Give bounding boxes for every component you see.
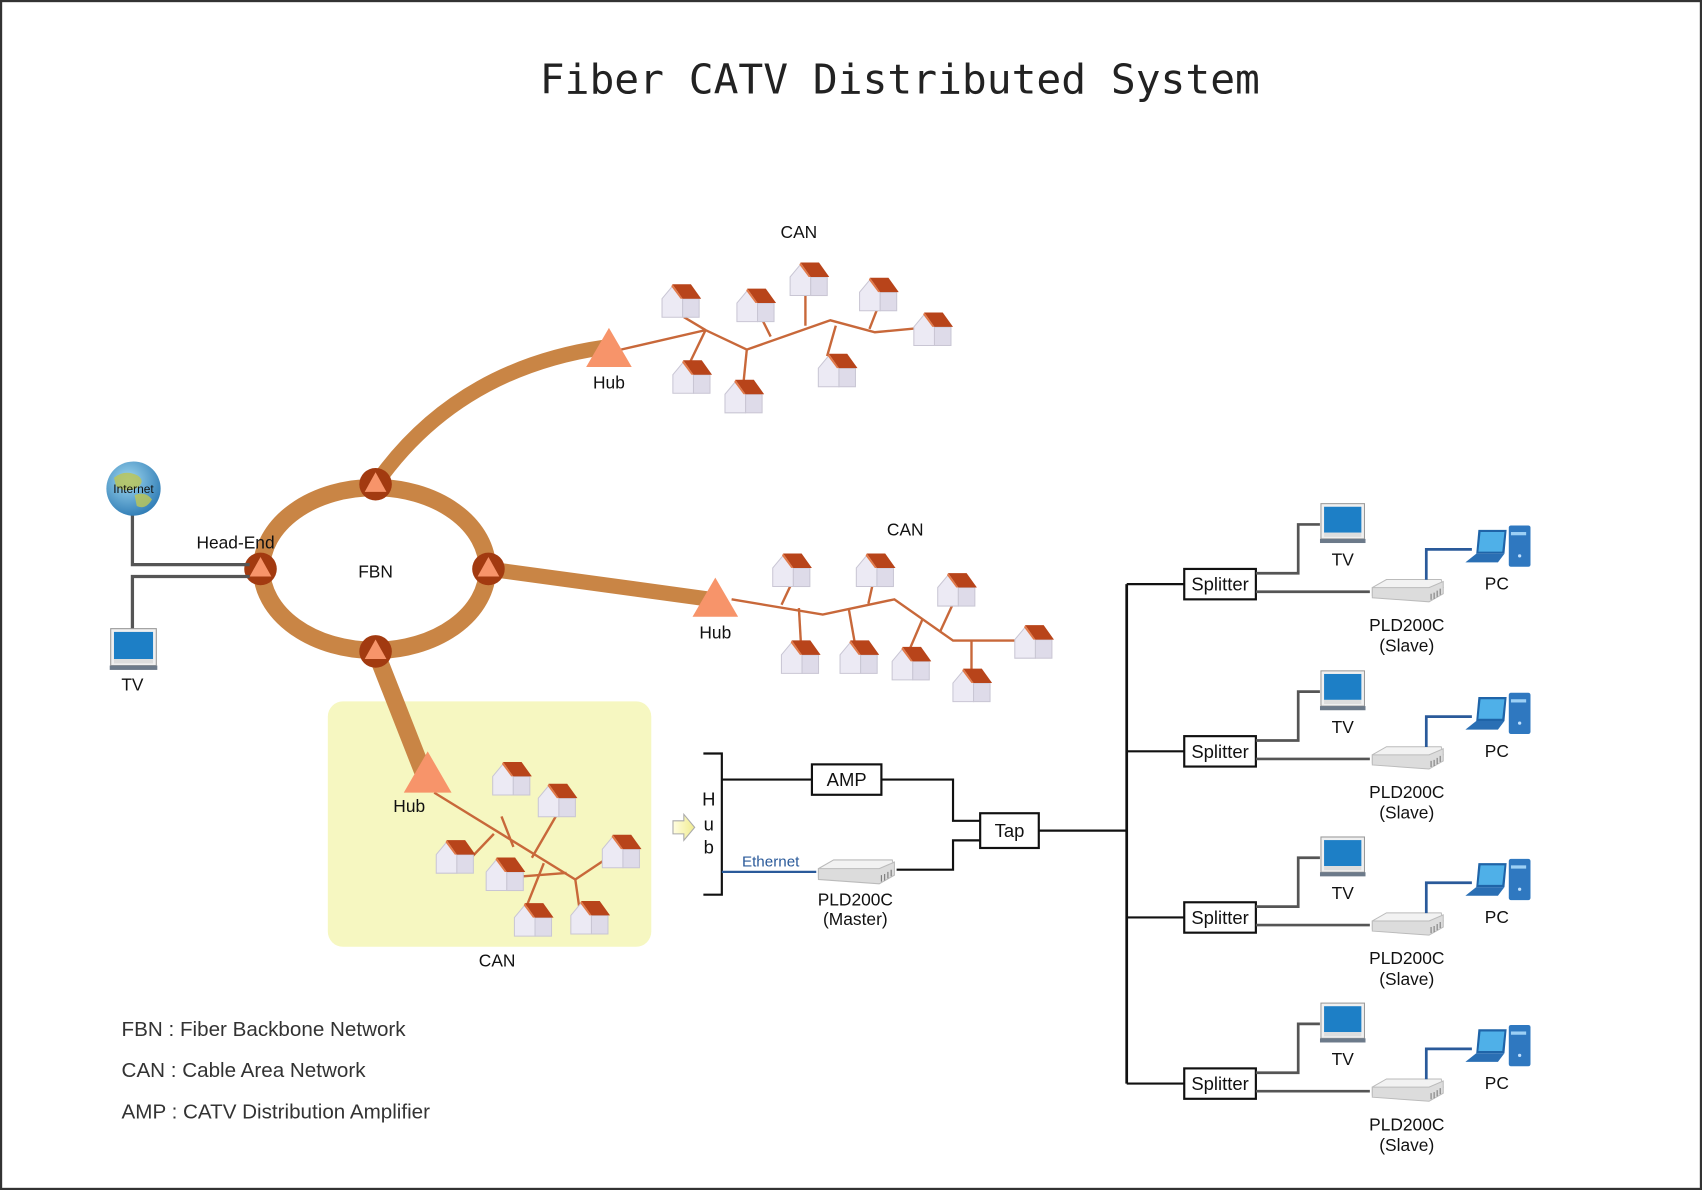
can-north-label: CAN	[781, 222, 818, 242]
master-device-icon[interactable]	[817, 859, 895, 885]
hub-letter-h: H	[702, 789, 715, 810]
can-south-label: CAN	[479, 950, 516, 970]
legend-item-amp: AMP : CATV Distribution Amplifier	[122, 1100, 431, 1123]
amp-box[interactable]: AMP	[810, 763, 883, 796]
headend-tv-label: TV	[121, 675, 144, 695]
splitter-box[interactable]: Splitter	[1183, 735, 1257, 768]
fbn-node-east	[472, 552, 505, 586]
slave-role-label: (Slave)	[1379, 1135, 1434, 1155]
slave-model-label: PLD200C	[1369, 1114, 1444, 1134]
slave-model-label: PLD200C	[1369, 782, 1444, 802]
slave-pc-wire	[1424, 881, 1472, 914]
can-south: Hub CAN	[393, 751, 642, 970]
subscriber-row: Splitter TV PC PLD200C(Slave)	[1126, 670, 1531, 823]
splitter-box[interactable]: Splitter	[1183, 901, 1257, 934]
pc-label: PC	[1485, 741, 1509, 761]
amp-tap-wire	[881, 778, 981, 822]
amp-label: AMP	[827, 769, 867, 790]
headend-tv-icon	[109, 628, 158, 671]
slave-pc-wire	[1424, 1047, 1472, 1080]
hub-letter-b: b	[704, 836, 714, 857]
can-north-branches	[620, 295, 945, 383]
slave-role-label: (Slave)	[1379, 969, 1434, 989]
splitter-label: Splitter	[1191, 1073, 1248, 1094]
slave-role-label: (Slave)	[1379, 803, 1434, 823]
tv-icon[interactable]	[1319, 1002, 1366, 1044]
hub-arrow-icon	[672, 812, 696, 842]
pc-label: PC	[1485, 574, 1509, 594]
can-east-label: CAN	[887, 519, 924, 539]
splitter-tv-wire	[1255, 523, 1320, 575]
tv-label: TV	[1332, 550, 1355, 570]
tap-label: Tap	[995, 820, 1025, 841]
tv-icon[interactable]	[1319, 503, 1366, 544]
hub-east-icon	[692, 577, 739, 617]
internet-label: Internet	[113, 482, 154, 496]
slave-model-label: PLD200C	[1369, 948, 1444, 968]
master-model-label: PLD200C	[818, 890, 893, 910]
head-end-label: Head-End	[196, 532, 274, 552]
legend-item-can: CAN : Cable Area Network	[122, 1059, 367, 1082]
tv-label: TV	[1332, 883, 1355, 903]
splitter-label: Splitter	[1191, 741, 1248, 762]
splitter-tv-wire	[1255, 1022, 1320, 1075]
can-east: CAN Hub	[692, 519, 1054, 703]
hub-north-label: Hub	[593, 373, 625, 393]
fbn-node-headend	[244, 552, 277, 586]
hub-east-label: Hub	[699, 622, 731, 642]
can-east-branches	[731, 583, 1032, 672]
splitter-tv-wire	[1255, 690, 1320, 742]
hub-bracket	[703, 752, 723, 896]
splitter-box[interactable]: Splitter	[1183, 1067, 1257, 1100]
internet-link	[130, 512, 250, 567]
ethernet-label: Ethernet	[742, 853, 800, 870]
fbn-node-south	[359, 635, 392, 668]
fiber-link-south	[367, 648, 432, 777]
master-tap-wire	[896, 839, 981, 871]
subscriber-rows: SplitterTVPCPLD200C(Slave)SplitterTVPCPL…	[1126, 503, 1531, 1155]
slave-device-icon[interactable]	[1371, 1078, 1444, 1102]
slave-device-icon[interactable]	[1371, 912, 1444, 936]
splitter-label: Splitter	[1191, 574, 1248, 595]
splitter-tv-wire	[1255, 856, 1320, 908]
tv-label: TV	[1332, 1049, 1355, 1069]
internet-globe-icon: Internet	[106, 461, 161, 516]
splitter-label: Splitter	[1191, 907, 1248, 928]
slave-pc-wire	[1424, 548, 1472, 580]
hub-north-icon	[586, 327, 632, 367]
splitter-box[interactable]: Splitter	[1183, 567, 1257, 601]
fiber-link-east	[487, 561, 713, 607]
hub-south-label: Hub	[393, 796, 425, 816]
hub-south-icon	[403, 751, 452, 793]
slave-device-icon[interactable]	[1371, 578, 1444, 603]
fiber-link-north	[369, 339, 605, 489]
legend-item-fbn: FBN : Fiber Backbone Network	[122, 1018, 407, 1041]
master-role-label: (Master)	[823, 909, 888, 929]
tap-box[interactable]: Tap	[979, 812, 1040, 850]
can-north: CAN Hub	[586, 222, 954, 414]
hub-letter-u: u	[704, 814, 714, 835]
slave-role-label: (Slave)	[1379, 635, 1434, 655]
tv-icon[interactable]	[1319, 670, 1366, 711]
headend-tv-link	[130, 574, 250, 632]
fbn-label: FBN	[358, 562, 393, 582]
tv-label: TV	[1332, 717, 1355, 737]
legend: FBN : Fiber Backbone Network CAN : Cable…	[122, 1018, 431, 1124]
slave-pc-wire	[1424, 715, 1472, 748]
subscriber-row: Splitter TV PC PLD200C(Slave)	[1126, 1002, 1531, 1155]
fbn-node-north	[359, 467, 392, 501]
can-highlight-region	[327, 701, 652, 947]
diagram-title: Fiber CATV Distributed System	[540, 55, 1260, 103]
slave-device-icon[interactable]	[1371, 746, 1444, 770]
subscriber-row: Splitter TV PC PLD200C(Slave)	[1126, 503, 1531, 655]
slave-model-label: PLD200C	[1369, 615, 1444, 635]
tv-icon[interactable]	[1319, 836, 1366, 877]
pc-label: PC	[1485, 1073, 1509, 1093]
pc-label: PC	[1485, 907, 1509, 927]
subscriber-row: Splitter TV PC PLD200C(Slave)	[1126, 836, 1531, 989]
